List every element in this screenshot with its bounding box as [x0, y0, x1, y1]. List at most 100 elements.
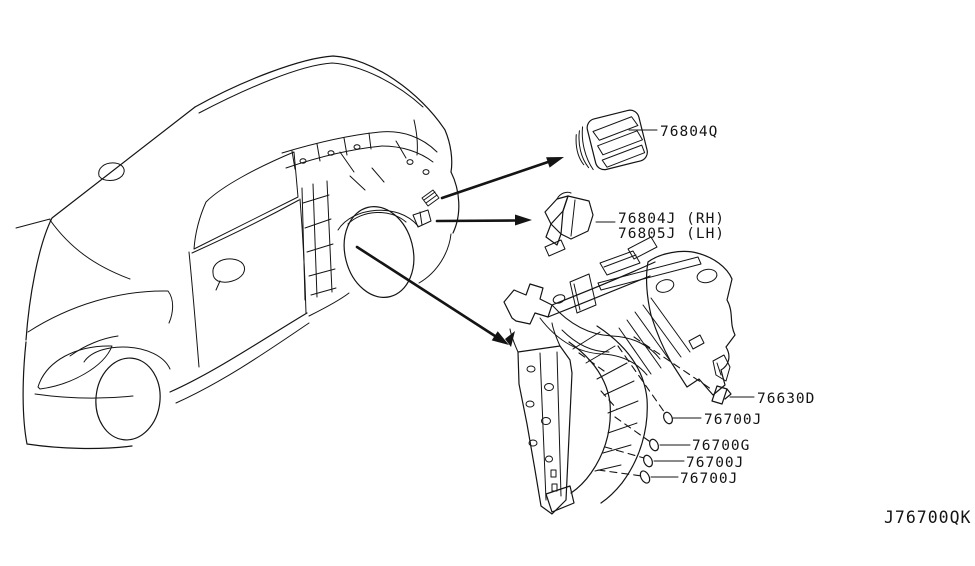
callout-76804q[interactable]: 76804Q: [660, 124, 718, 140]
assembly-top-tab: [544, 239, 566, 257]
car-tail-line: [450, 171, 460, 234]
bracket-left-flap: [544, 195, 569, 225]
assembly-pillar-hole-3: [525, 400, 535, 408]
callout-76804j-rh[interactable]: 76804J (RH): [618, 211, 725, 227]
vent-louver-1: [592, 116, 639, 141]
car-rocker-tail: [308, 292, 350, 317]
bracket-fold-line: [570, 199, 576, 237]
arrow-to-vent-head: [546, 157, 564, 168]
fender-assembly-drawing: [503, 236, 736, 515]
dashed-leader-plug-b: [604, 446, 645, 459]
car-front-wheel: [95, 357, 161, 441]
assembly-rail-end: [503, 283, 553, 325]
arrow-to-assembly-line: [355, 245, 497, 338]
plug-b-glyph: [643, 454, 653, 468]
assembly-cross-beam: [597, 256, 702, 291]
car-rail-hole-1: [299, 158, 307, 164]
vent-outline: [586, 109, 648, 171]
car-headlight-top-edge: [69, 335, 119, 357]
car-hood-apillar-line: [25, 106, 196, 341]
car-arch-flange: [337, 209, 419, 231]
car-rear-wheelhouse: [343, 206, 415, 298]
car-front-lower-outline: [22, 341, 133, 450]
dashed-leader-plug-a: [617, 345, 666, 414]
assembly-pillar-lines: [539, 351, 562, 501]
assembly-panel-hole-1: [655, 279, 675, 293]
diagram-reference-code: J76700QK: [884, 508, 971, 527]
car-far-roof-edge: [15, 218, 51, 229]
assembly-pillar-hole-6: [545, 455, 553, 463]
callout-76700j-a[interactable]: 76700J: [704, 412, 762, 428]
car-vent-mark: [421, 189, 440, 207]
bracket-top-tab: [556, 191, 572, 200]
callout-76630d[interactable]: 76630D: [757, 391, 815, 407]
car-rear-hole-1: [406, 159, 414, 165]
car-roofrail-upper: [281, 131, 381, 154]
car-roofrail-rungs: [291, 132, 372, 170]
assembly-pillar-hole-1: [526, 365, 536, 373]
car-inner-roof-line: [198, 62, 424, 114]
dashed-leader-plug-c: [597, 469, 643, 477]
car-rear-beam-1: [381, 145, 434, 163]
dashed-leader-seal: [633, 336, 712, 390]
plug-a-glyph: [663, 411, 673, 425]
assembly-pillar-hole-4: [541, 417, 551, 425]
car-wheelhouse-inner-arc: [347, 211, 407, 225]
car-bracket-mark: [412, 209, 432, 228]
car-rear-lower-edge: [418, 233, 452, 284]
arrow-to-vent-line: [440, 160, 550, 200]
bracket-part-drawing: [544, 191, 594, 246]
seal-glyph: [711, 385, 732, 405]
car-rail-hole-2: [327, 150, 335, 156]
assembly-panel-slot: [688, 334, 705, 350]
bracket-bottom-flap: [545, 223, 562, 246]
assembly-arch-inner: [568, 341, 611, 494]
callout-76805j-lh[interactable]: 76805J (LH): [618, 226, 725, 242]
assembly-rail-hole: [552, 294, 566, 304]
assembly-upper-plate: [599, 250, 641, 276]
car-rear-struts: [339, 140, 407, 191]
car-quarter-verticals: [301, 180, 333, 301]
assembly-rail-clamp: [569, 273, 597, 314]
assembly-sail-curve-1: [551, 304, 661, 360]
callout-76700j-b[interactable]: 76700J: [686, 455, 744, 471]
assembly-corner-fold: [712, 354, 731, 382]
car-cowl-line: [49, 219, 131, 280]
dashed-leader-grommet: [614, 416, 650, 442]
car-front-wheel-arch: [83, 346, 171, 370]
fastener-callout-graphics: [595, 129, 755, 484]
assembly-pillar-slots: [550, 469, 558, 492]
car-window-sill: [191, 199, 300, 254]
assembly-pillar-hole-5: [528, 439, 538, 447]
vent-louver-3: [601, 144, 646, 168]
car-door-mirror: [212, 258, 246, 283]
grommet-glyph: [649, 438, 659, 452]
car-roof-line: [194, 55, 453, 173]
callout-76700j-c[interactable]: 76700J: [680, 471, 738, 487]
car-illustration: [15, 55, 460, 450]
callout-76700g[interactable]: 76700G: [692, 438, 750, 454]
arrow-to-bracket-head: [515, 214, 532, 226]
car-fender-crease: [27, 290, 174, 333]
assembly-upper-spike: [627, 236, 658, 260]
car-side-glass: [193, 151, 299, 250]
car-door-front-edge: [188, 251, 200, 368]
car-quarter-rungs: [302, 194, 337, 296]
plug-c-glyph: [639, 470, 651, 484]
assembly-break-mark: [505, 331, 515, 347]
assembly-panel-hole-2: [696, 268, 718, 284]
assembly-ribs: [618, 297, 691, 375]
assembly-arch-rungs: [572, 331, 639, 472]
car-rear-hole-2: [422, 169, 430, 175]
car-mirror-stalk: [215, 280, 221, 291]
car-rocker-lower-line: [175, 322, 310, 404]
car-roofrail-lower: [285, 145, 383, 169]
car-rear-glass-edge: [413, 119, 418, 156]
vent-louver-2: [597, 130, 643, 156]
assembly-pillar: [517, 345, 573, 515]
assembly-pillar-links: [509, 322, 561, 353]
arrow-to-assembly-head: [491, 331, 509, 345]
car-rail-hole-3: [353, 144, 361, 150]
